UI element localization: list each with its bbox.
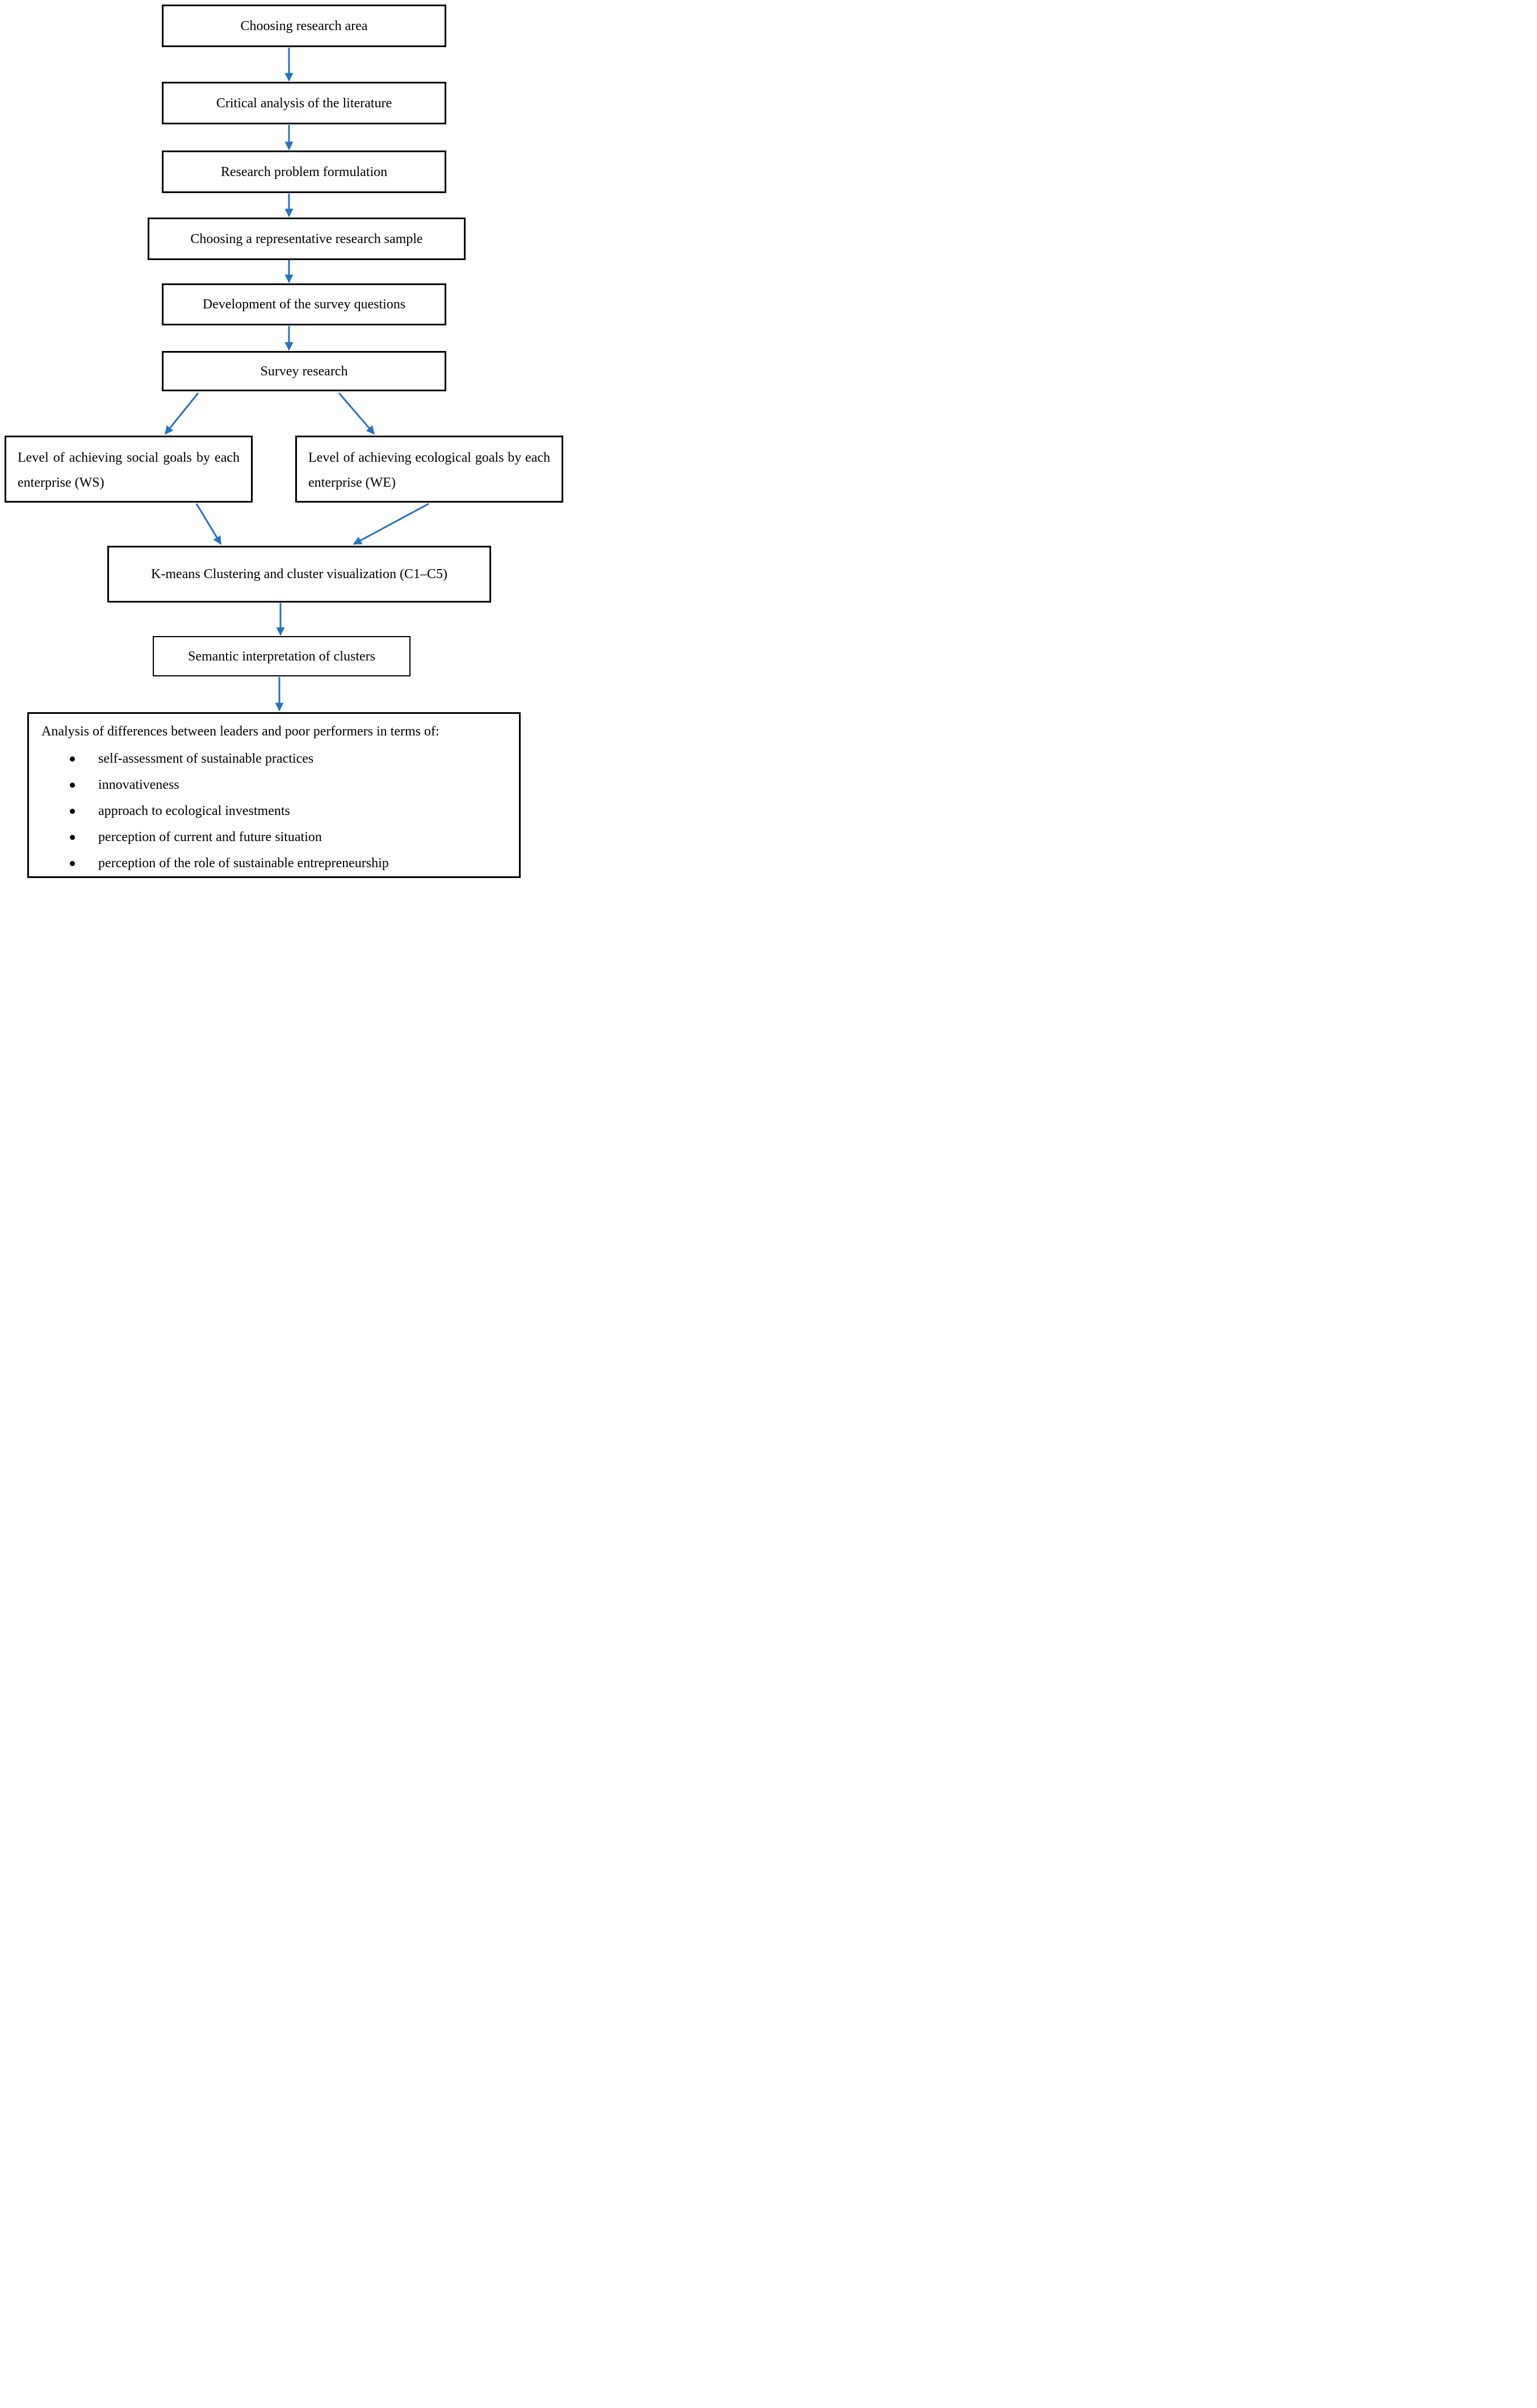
analysis-bullet: perception of the role of sustainable en…: [29, 850, 519, 876]
node-label: Development of the survey questions: [202, 297, 406, 312]
node-label: K-means Clustering and cluster visualiza…: [151, 567, 447, 582]
node-label: Semantic interpretation of clusters: [188, 649, 375, 664]
node-label: Level of achieving ecological goals by e…: [308, 450, 550, 490]
analysis-bullet-list: self-assessment of sustainable practices…: [29, 746, 519, 876]
arrow-survey-to-ecological: [338, 392, 375, 435]
analysis-bullet: perception of current and future situati…: [29, 824, 519, 850]
node-label: Survey research: [260, 363, 348, 379]
arrow-ecological-to-kmeans: [353, 503, 429, 545]
node-label: Critical analysis of the literature: [216, 95, 392, 111]
node-ecological-goals-we: Level of achieving ecological goals by e…: [295, 436, 563, 503]
node-label: Level of achieving social goals by each …: [18, 450, 240, 490]
node-choosing-research-area: Choosing research area: [162, 5, 446, 47]
node-development-survey-questions: Development of the survey questions: [162, 283, 446, 325]
node-kmeans-clustering: K-means Clustering and cluster visualiza…: [107, 546, 491, 603]
node-social-goals-ws: Level of achieving social goals by each …: [5, 436, 253, 503]
arrow-social-to-kmeans: [195, 503, 222, 545]
node-semantic-interpretation: Semantic interpretation of clusters: [153, 636, 411, 676]
analysis-bullet: self-assessment of sustainable practices: [29, 746, 519, 772]
node-representative-research-sample: Choosing a representative research sampl…: [148, 218, 466, 260]
node-label: Choosing research area: [240, 18, 368, 34]
analysis-header: Analysis of differences between leaders …: [41, 724, 439, 739]
node-research-problem-formulation: Research problem formulation: [162, 150, 446, 193]
node-analysis-of-differences: Analysis of differences between leaders …: [27, 712, 521, 878]
node-survey-research: Survey research: [162, 351, 446, 391]
flowchart-canvas: Choosing research area Critical analysis…: [0, 0, 568, 889]
node-critical-analysis-literature: Critical analysis of the literature: [162, 82, 446, 124]
node-label: Choosing a representative research sampl…: [190, 231, 423, 246]
arrow-survey-to-social: [164, 392, 199, 435]
node-label: Research problem formulation: [220, 164, 388, 179]
analysis-bullet: innovativeness: [29, 772, 519, 798]
analysis-bullet: approach to ecological investments: [29, 798, 519, 824]
